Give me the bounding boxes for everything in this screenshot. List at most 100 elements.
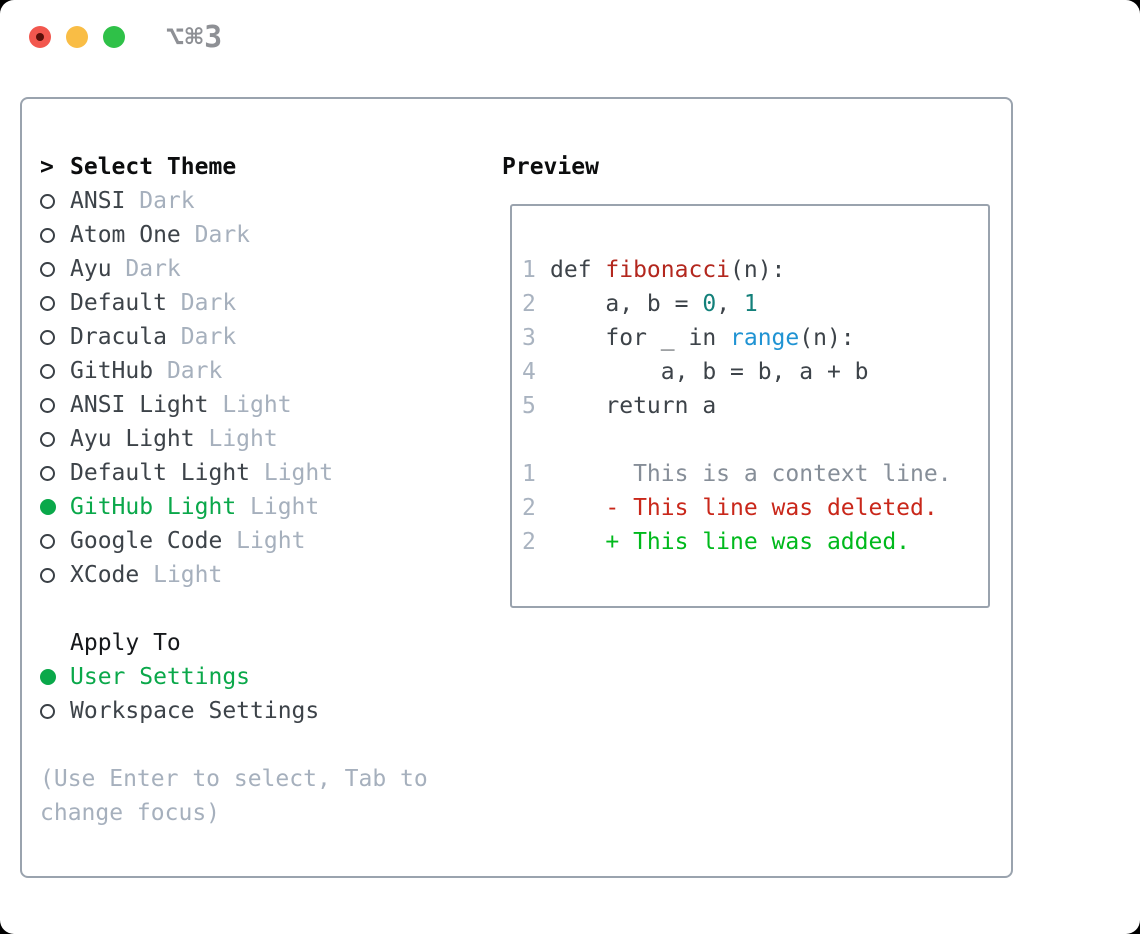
theme-variant-label: Dark xyxy=(111,256,181,282)
theme-option-label: Default xyxy=(70,290,167,316)
code-token-text: a, b = b, a + b xyxy=(550,359,869,385)
theme-variant-label: Light xyxy=(250,460,334,486)
theme-option-label: Atom One xyxy=(70,222,181,248)
code-token-text: def xyxy=(550,257,606,283)
hint-line: (Use Enter to select, Tab to xyxy=(40,766,428,792)
preview-line: 1 def fibonacci(n): xyxy=(522,253,952,287)
radio-icon xyxy=(40,465,55,481)
radio-icon xyxy=(40,703,55,719)
preview-line: 2 + This line was added. xyxy=(522,525,952,559)
theme-option-label: XCode xyxy=(70,562,140,588)
code-token-text: (n): xyxy=(730,257,786,283)
apply-option-user-settings[interactable]: User Settings xyxy=(40,660,428,694)
apply-to-header: Apply To xyxy=(40,626,428,660)
theme-option-ayu[interactable]: Ayu Dark xyxy=(40,252,428,286)
theme-variant-label: Dark xyxy=(166,290,237,316)
theme-variant-label: Light xyxy=(208,392,292,418)
line-number: 2 xyxy=(522,291,536,317)
theme-option-label: Default Light xyxy=(70,460,251,486)
theme-variant-label: Light xyxy=(194,426,278,452)
code-token-number: 0 xyxy=(702,291,717,317)
theme-option-label: GitHub Light xyxy=(70,494,237,520)
theme-option-github[interactable]: GitHub Dark xyxy=(40,354,428,388)
theme-option-label: Ayu xyxy=(70,256,112,282)
line-number: 2 xyxy=(522,495,536,521)
close-button[interactable] xyxy=(29,26,51,48)
line-number: 4 xyxy=(522,359,536,385)
line-number: 1 xyxy=(522,257,536,283)
radio-icon xyxy=(40,431,55,447)
hint-line: change focus) xyxy=(40,800,221,826)
radio-icon xyxy=(40,567,55,583)
title-bar: ⌥⌘3 xyxy=(29,20,223,55)
theme-option-atom-one[interactable]: Atom One Dark xyxy=(40,218,428,252)
preview-title: Preview xyxy=(502,154,599,180)
theme-variant-label: Dark xyxy=(153,358,223,384)
code-token-number: 1 xyxy=(743,291,758,317)
apply-option-label: User Settings xyxy=(70,664,251,690)
radio-selected-icon xyxy=(40,669,56,685)
theme-option-label: Ayu Light xyxy=(70,426,195,452)
theme-variant-label: Dark xyxy=(180,222,251,248)
code-token-text: return a xyxy=(550,393,717,419)
preview-line: 4 a, b = b, a + b xyxy=(522,355,952,389)
line-number: 1 xyxy=(522,461,536,487)
theme-option-xcode[interactable]: XCode Light xyxy=(40,558,428,592)
preview-line: 1 This is a context line. xyxy=(522,457,952,491)
theme-option-github-light[interactable]: GitHub Light Light xyxy=(40,490,428,524)
theme-variant-label: Light xyxy=(139,562,223,588)
apply-option-workspace-settings[interactable]: Workspace Settings xyxy=(40,694,428,728)
window-title: ⌥⌘3 xyxy=(166,19,224,55)
code-token-text: , xyxy=(716,291,744,317)
code-token-text: (n): xyxy=(799,325,855,351)
radio-icon xyxy=(40,329,55,345)
theme-option-default-light[interactable]: Default Light Light xyxy=(40,456,428,490)
theme-option-default[interactable]: Default Dark xyxy=(40,286,428,320)
radio-icon xyxy=(40,533,55,549)
radio-icon xyxy=(40,261,55,277)
hint-text: (Use Enter to select, Tab to change focus… xyxy=(40,762,428,830)
theme-option-ayu-light[interactable]: Ayu Light Light xyxy=(40,422,428,456)
theme-variant-label: Light xyxy=(236,494,320,520)
code-token-builtin: range xyxy=(730,325,800,351)
theme-option-dracula[interactable]: Dracula Dark xyxy=(40,320,428,354)
radio-icon xyxy=(40,363,55,379)
preview-line: 5 return a xyxy=(522,389,952,423)
radio-icon xyxy=(40,397,55,413)
theme-variant-label: Dark xyxy=(125,188,195,214)
theme-option-label: ANSI Light xyxy=(70,392,209,418)
code-token-context: This is a context line. xyxy=(550,461,952,487)
theme-option-label: GitHub xyxy=(70,358,154,384)
theme-option-label: Dracula xyxy=(70,324,167,350)
select-theme-title: Select Theme xyxy=(70,154,237,180)
preview-blank-line xyxy=(522,423,952,457)
apply-to-title: Apply To xyxy=(70,630,181,656)
zoom-button[interactable] xyxy=(103,26,125,48)
minimize-button[interactable] xyxy=(66,26,88,48)
radio-icon xyxy=(40,227,55,243)
theme-option-ansi[interactable]: ANSI Dark xyxy=(40,184,428,218)
theme-option-label: ANSI xyxy=(70,188,126,214)
select-theme-header: > Select Theme xyxy=(40,150,428,184)
code-token-text: a, b = xyxy=(550,291,703,317)
line-number: 2 xyxy=(522,529,536,555)
radio-icon xyxy=(40,193,55,209)
preview-line: 3 for _ in range(n): xyxy=(522,321,952,355)
preview-line: 2 a, b = 0, 1 xyxy=(522,287,952,321)
theme-option-ansi-light[interactable]: ANSI Light Light xyxy=(40,388,428,422)
apply-option-label: Workspace Settings xyxy=(70,698,320,724)
code-token-text: for _ in xyxy=(550,325,731,351)
theme-option-google-code[interactable]: Google Code Light xyxy=(40,524,428,558)
radio-icon xyxy=(40,295,55,311)
spacer xyxy=(40,592,428,626)
code-token-function: fibonacci xyxy=(605,257,731,283)
radio-selected-icon xyxy=(40,499,56,515)
preview-line: 2 - This line was deleted. xyxy=(522,491,952,525)
